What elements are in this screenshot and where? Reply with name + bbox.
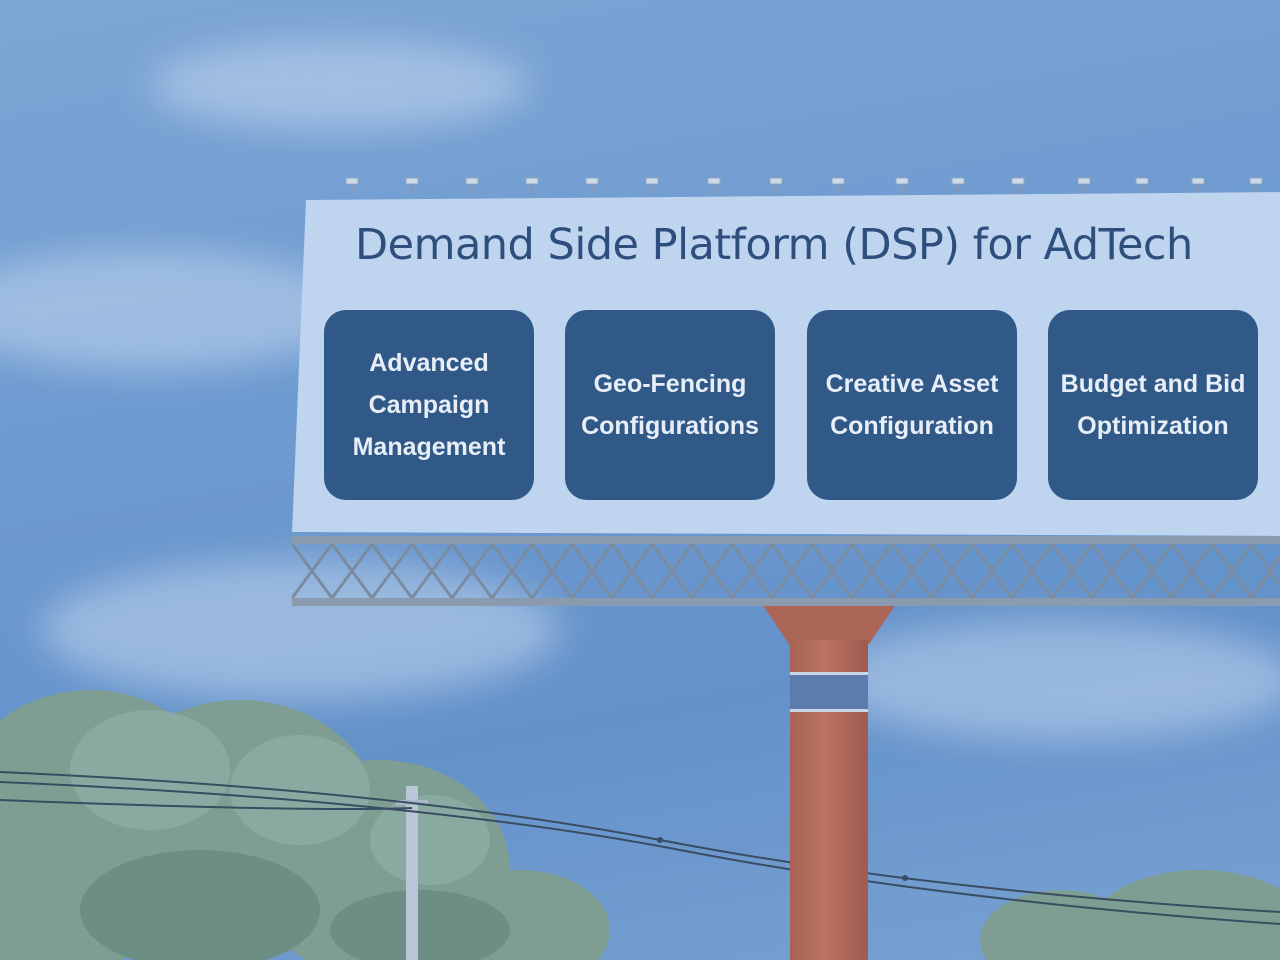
- billboard-lamps: [345, 177, 1263, 194]
- billboard-truss: [292, 536, 1280, 606]
- card-campaign-management: Advanced Campaign Management: [324, 310, 534, 500]
- card-geo-fencing: Geo-Fencing Configurations: [565, 310, 775, 500]
- card-creative-asset: Creative Asset Configuration: [807, 310, 1017, 500]
- billboard-title: Demand Side Platform (DSP) for AdTech: [355, 220, 1193, 270]
- card-label: Geo-Fencing Configurations: [581, 370, 759, 440]
- cloud: [150, 40, 530, 130]
- cloud: [820, 620, 1280, 740]
- card-label: Creative Asset Configuration: [825, 370, 999, 440]
- card-label: Budget and Bid Optimization: [1060, 370, 1246, 440]
- pole-band: [790, 672, 868, 712]
- trees: [0, 690, 1280, 960]
- card-budget-bid: Budget and Bid Optimization: [1048, 310, 1258, 500]
- cloud: [40, 560, 560, 700]
- card-label: Advanced Campaign Management: [352, 349, 506, 461]
